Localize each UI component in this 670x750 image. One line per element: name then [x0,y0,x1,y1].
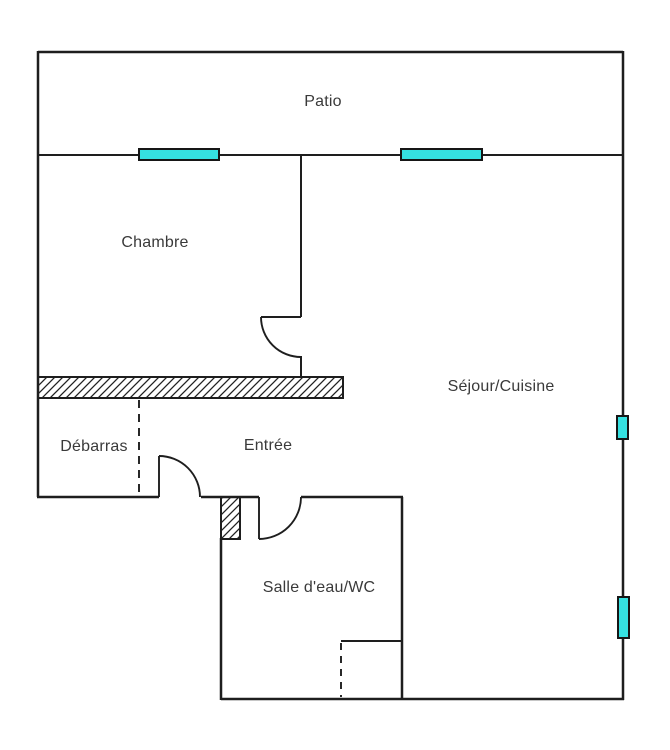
hatched-wall-block [220,496,241,540]
window-patio-right [400,148,483,161]
door-arc-entree [158,455,201,498]
window-sejour-upper [616,415,629,440]
room-label-sejour-cuisine: Séjour/Cuisine [447,378,555,395]
window-patio-left [138,148,220,161]
window-sejour-lower [617,596,630,639]
room-label-entree: Entrée [243,437,293,454]
door-arc-chambre [260,316,302,358]
room-label-debarras: Débarras [60,438,128,455]
room-label-salle-eau-wc: Salle d'eau/WC [262,579,376,596]
door-arc-salle-eau [258,496,302,540]
room-label-chambre: Chambre [121,234,189,251]
hatched-wall-horizontal [37,376,344,399]
room-label-patio: Patio [304,93,342,110]
